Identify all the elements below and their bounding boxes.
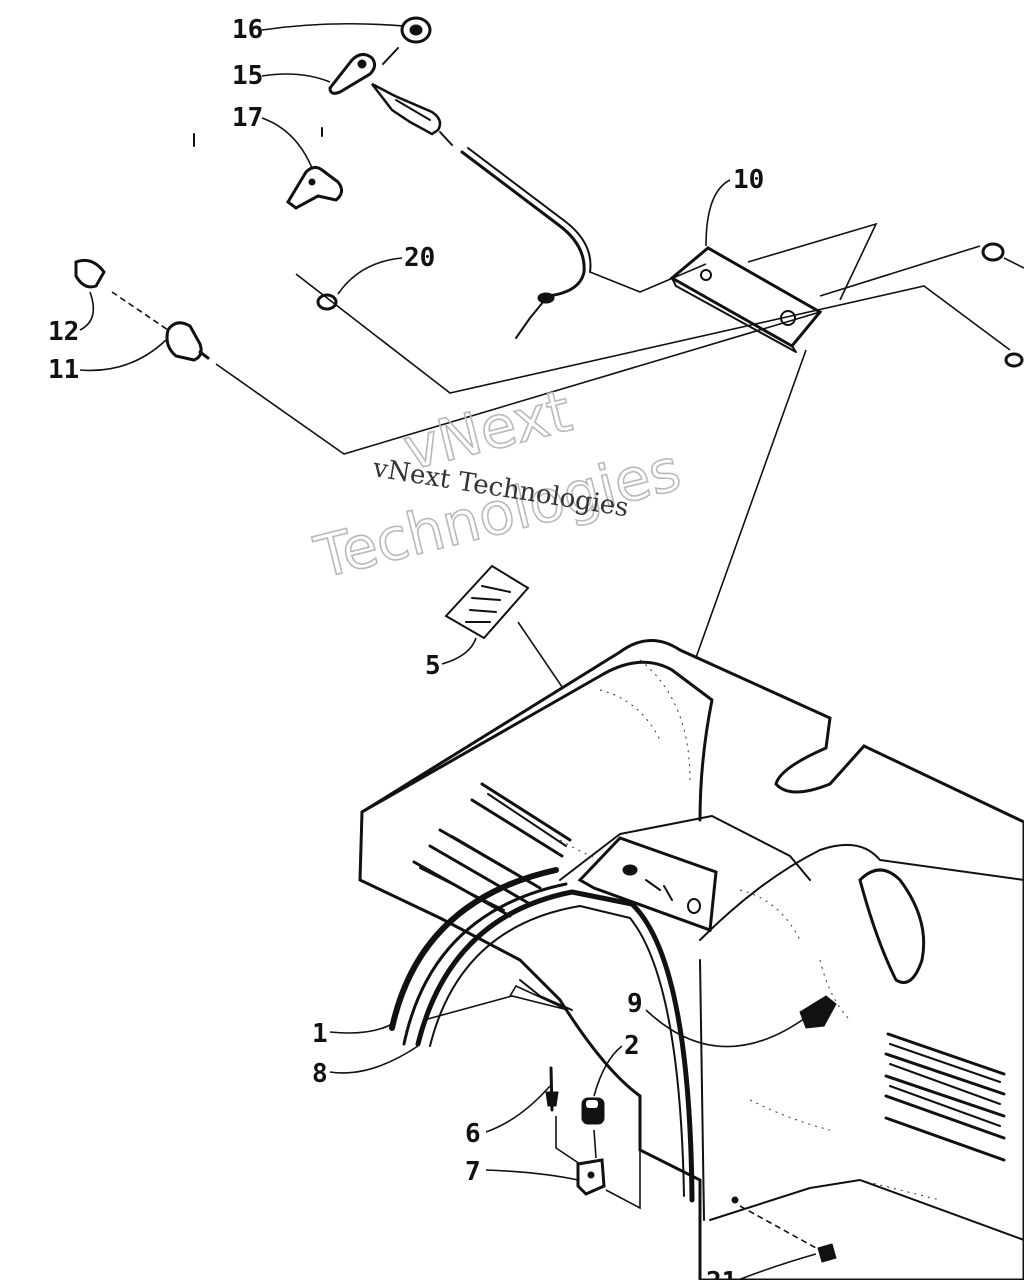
decal-part-5 [444, 564, 530, 640]
trim-strip-part-8 [415, 889, 695, 1203]
hood-body [358, 639, 1024, 1280]
callout-7: 7 [465, 1157, 481, 1187]
callout-15: 15 [232, 61, 263, 91]
callout-16: 16 [232, 15, 263, 45]
callout-10: 10 [733, 165, 764, 195]
pin-part-6 [545, 1066, 559, 1112]
switch-part-11 [165, 321, 210, 362]
callout-12: 12 [48, 317, 79, 347]
watermark: vNext Technologies vNext Technologies [307, 376, 688, 593]
callout-20: 20 [404, 243, 435, 273]
callout-11: 11 [48, 355, 79, 385]
callout-1: 1 [312, 1019, 328, 1049]
callout-6: 6 [465, 1119, 481, 1149]
lever-part-17 [286, 165, 343, 210]
trim-strip-part-1 [389, 867, 568, 1046]
callout-2: 2 [624, 1031, 640, 1061]
cable-assembly [193, 16, 592, 339]
callout-8: 8 [312, 1059, 328, 1089]
callout-leaders [79, 22, 817, 1280]
callout-5: 5 [425, 651, 441, 681]
screw-part-21 [817, 1243, 837, 1263]
washer-part-20 [316, 293, 338, 311]
callout-9: 9 [627, 989, 643, 1019]
nut-part-16 [400, 16, 432, 44]
callout-21: 21 [706, 1267, 737, 1280]
callout-17: 17 [232, 103, 263, 133]
grommet-part-2 [581, 1097, 605, 1125]
knob-part-12 [74, 258, 106, 289]
callout-labels: 16 15 17 10 20 12 11 5 1 8 9 2 6 7 21 [48, 15, 764, 1280]
clip-part-7 [576, 1158, 606, 1196]
lever-part-15 [328, 53, 377, 95]
bracket-part-10 [669, 246, 823, 353]
